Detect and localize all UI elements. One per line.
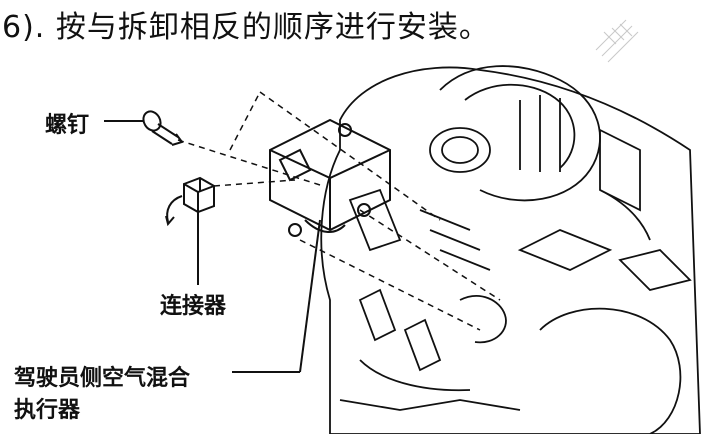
label-actuator-line1: 驾驶员侧空气混合	[14, 366, 191, 391]
air-mix-actuator-icon	[269, 118, 391, 237]
connector-icon	[165, 176, 215, 227]
label-actuator-line2: 执行器	[14, 398, 81, 423]
watermark-stamp	[586, 10, 650, 74]
screw-icon	[142, 110, 184, 146]
instruction-text: 6). 按与拆卸相反的顺序进行安装。	[2, 10, 490, 45]
label-connector: 连接器	[160, 294, 227, 319]
label-screw: 螺钉	[45, 113, 90, 138]
